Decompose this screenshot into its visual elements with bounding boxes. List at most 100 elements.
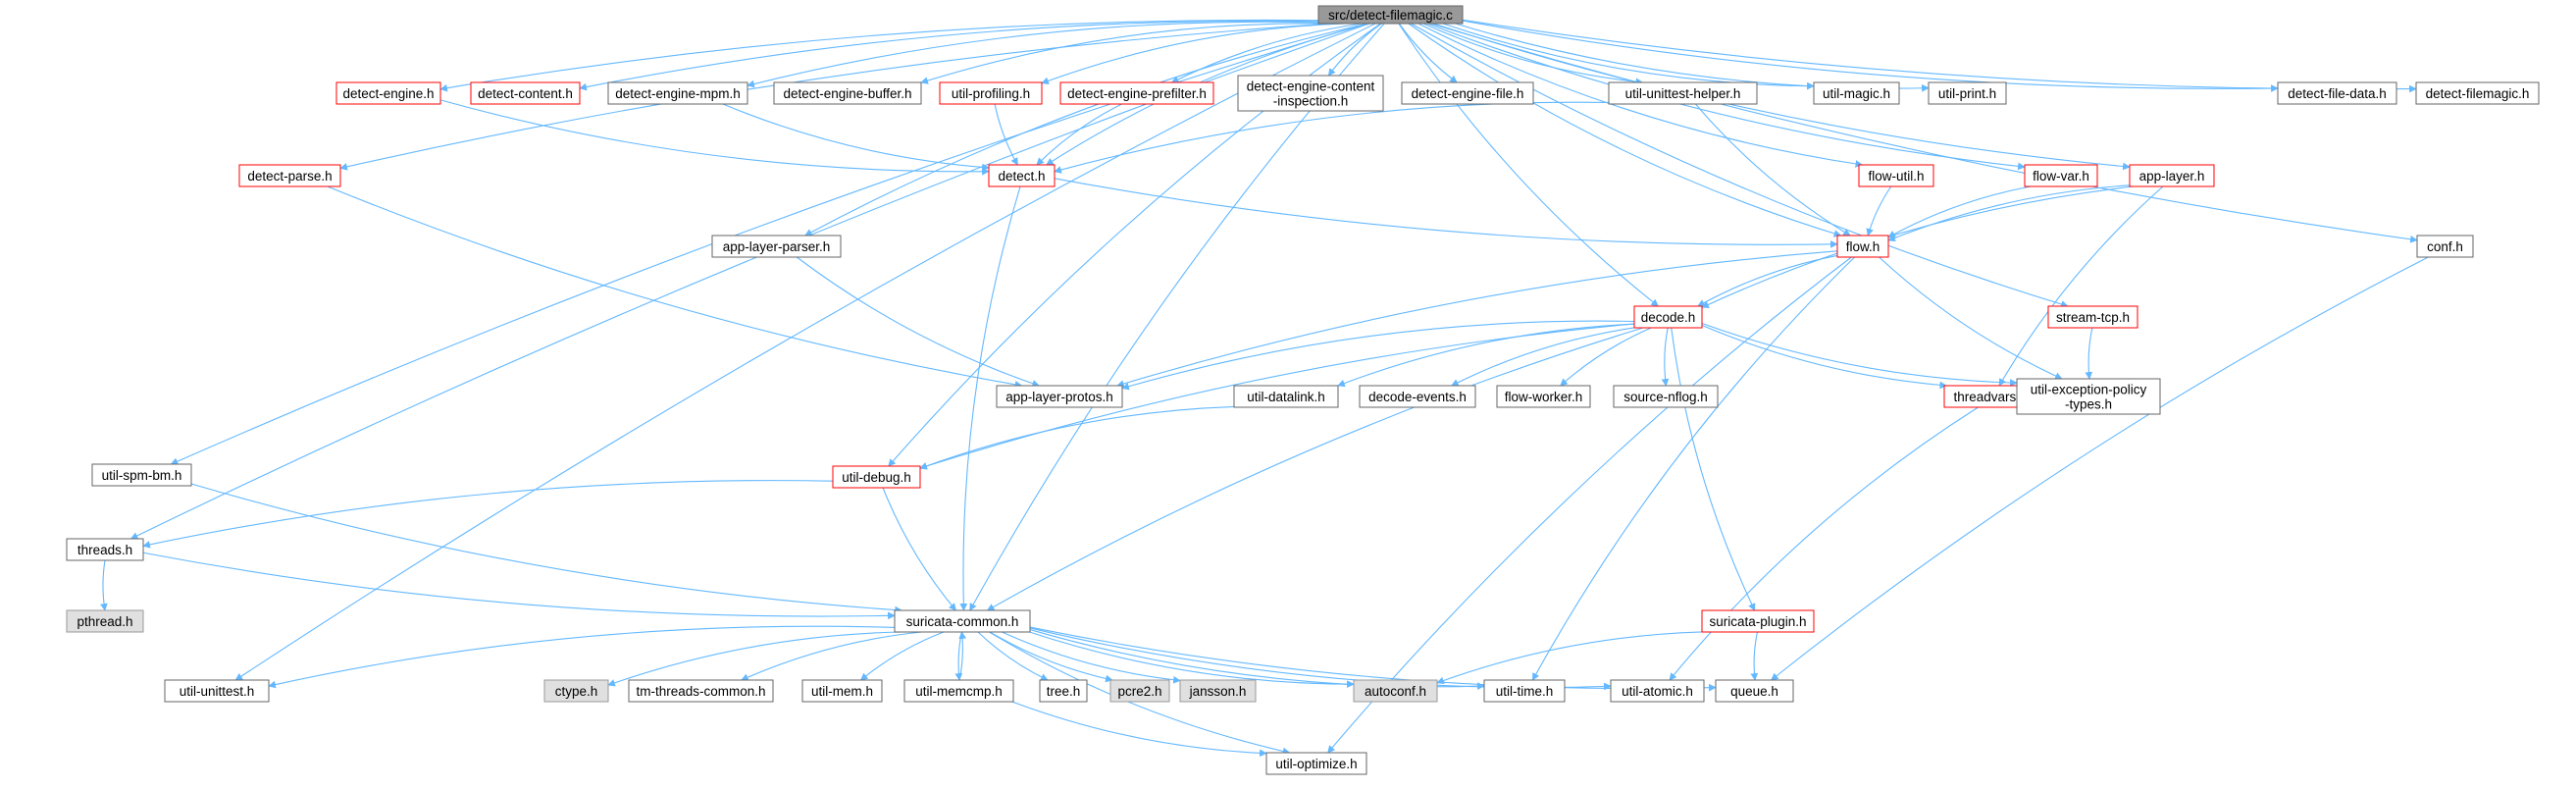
node-detect-engine-prefilter[interactable]: detect-engine-prefilter.h <box>1059 81 1214 105</box>
edge-suricata-common-to-util-optimize <box>989 631 1291 756</box>
node-detect-engine-file[interactable]: detect-engine-file.h <box>1401 81 1534 105</box>
node-suricata-plugin[interactable]: suricata-plugin.h <box>1701 609 1815 633</box>
node-detect-content[interactable]: detect-content.h <box>470 81 581 105</box>
node-suricata-common[interactable]: suricata-common.h <box>894 609 1031 633</box>
edge-root-to-util-unittest-helper <box>1422 23 1644 86</box>
node-flow[interactable]: flow.h <box>1836 235 1889 258</box>
node-util-debug[interactable]: util-debug.h <box>832 465 921 489</box>
node-util-magic[interactable]: util-magic.h <box>1813 81 1900 105</box>
node-util-print[interactable]: util-print.h <box>1928 81 2007 105</box>
node-box-decode-events <box>1359 385 1476 408</box>
edge-threads-to-pthread <box>100 559 108 611</box>
node-pcre2[interactable]: pcre2.h <box>1109 679 1170 703</box>
node-util-time[interactable]: util-time.h <box>1483 679 1566 703</box>
node-detect-filemagic[interactable]: detect-filemagic.h <box>2415 81 2540 105</box>
node-util-unittest[interactable]: util-unittest.h <box>164 679 270 703</box>
node-stream-tcp[interactable]: stream-tcp.h <box>2047 305 2138 329</box>
node-detect-engine[interactable]: detect-engine.h <box>335 81 441 105</box>
node-box-flow <box>1836 235 1889 258</box>
node-decode[interactable]: decode.h <box>1633 305 1703 329</box>
node-label-util-spm-bm: util-spm-bm.h <box>102 468 182 483</box>
node-tree[interactable]: tree.h <box>1039 679 1088 703</box>
node-box-jansson <box>1179 679 1257 703</box>
node-label-detect-file-data: detect-file-data.h <box>2288 86 2387 101</box>
edge-threadvars-to-util-atomic <box>1669 406 1979 681</box>
node-box-flow-var <box>2024 164 2098 187</box>
node-label-decode: decode.h <box>1641 310 1696 325</box>
node-box-autoconf <box>1353 679 1438 703</box>
edge-util-spm-bm-to-suricata-common <box>190 483 903 614</box>
node-label-util-print: util-print.h <box>1938 86 1996 101</box>
node-label-util-datalink: util-datalink.h <box>1247 390 1325 404</box>
node-label-util-atomic: util-atomic.h <box>1622 684 1693 699</box>
node-decode-events[interactable]: decode-events.h <box>1359 385 1476 408</box>
node-app-layer[interactable]: app-layer.h <box>2129 164 2215 187</box>
node-detect-engine-content-inspection[interactable]: detect-engine-content-inspection.h <box>1237 75 1384 112</box>
node-util-atomic[interactable]: util-atomic.h <box>1610 679 1705 703</box>
node-flow-worker[interactable]: flow-worker.h <box>1496 385 1591 408</box>
node-box-stream-tcp <box>2047 305 2138 329</box>
node-util-datalink[interactable]: util-datalink.h <box>1233 385 1339 408</box>
node-util-exception-policy-types[interactable]: util-exception-policy-types.h <box>2016 378 2161 415</box>
node-box-decode <box>1633 305 1703 329</box>
edge-decode-to-util-datalink <box>1337 323 1635 388</box>
node-detect-parse[interactable]: detect-parse.h <box>238 164 341 187</box>
edge-util-debug-to-threads <box>142 480 834 549</box>
node-autoconf[interactable]: autoconf.h <box>1353 679 1438 703</box>
node-label-util-unittest-helper: util-unittest-helper.h <box>1625 86 1741 101</box>
node-label-conf: conf.h <box>2427 239 2463 254</box>
node-detect[interactable]: detect.h <box>988 164 1056 187</box>
node-detect-file-data[interactable]: detect-file-data.h <box>2277 81 2397 105</box>
node-root[interactable]: src/detect-filemagic.c <box>1317 5 1464 25</box>
node-box-ctype <box>543 679 609 703</box>
node-box-detect-engine-content-inspection <box>1237 75 1384 112</box>
node-app-layer-protos[interactable]: app-layer-protos.h <box>996 385 1123 408</box>
node-label-detect-content: detect-content.h <box>478 86 573 101</box>
node-pthread[interactable]: pthread.h <box>66 609 144 633</box>
node-app-layer-parser[interactable]: app-layer-parser.h <box>711 235 842 258</box>
node-tm-threads-common[interactable]: tm-threads-common.h <box>628 679 774 703</box>
node-box-tm-threads-common <box>628 679 774 703</box>
node-util-unittest-helper[interactable]: util-unittest-helper.h <box>1608 81 1758 105</box>
node-util-spm-bm[interactable]: util-spm-bm.h <box>91 463 192 487</box>
node-label-jansson: jansson.h <box>1189 684 1247 699</box>
node-box-conf <box>2416 235 2474 258</box>
node-label-detect-engine-content-inspection: detect-engine-content-inspection.h <box>1247 79 1375 109</box>
edge-detect-engine-to-detect <box>439 99 990 176</box>
node-util-mem[interactable]: util-mem.h <box>801 679 883 703</box>
edge-app-layer-to-flow <box>1887 184 2131 242</box>
node-conf[interactable]: conf.h <box>2416 235 2474 258</box>
node-label-source-nflog: source-nflog.h <box>1623 390 1708 404</box>
node-detect-engine-buffer[interactable]: detect-engine-buffer.h <box>773 81 922 105</box>
edge-root-to-detect-parse <box>339 23 1330 171</box>
edge-detect-to-suricata-common <box>959 185 1021 611</box>
node-box-util-debug <box>832 465 921 489</box>
node-queue[interactable]: queue.h <box>1715 679 1794 703</box>
edge-suricata-common-to-ctype <box>607 631 903 687</box>
node-label-tree: tree.h <box>1047 684 1081 699</box>
node-label-app-layer-parser: app-layer-parser.h <box>723 239 831 254</box>
edge-app-layer-to-threadvars <box>1998 185 2164 387</box>
node-box-util-optimize <box>1265 752 1367 775</box>
node-detect-engine-mpm[interactable]: detect-engine-mpm.h <box>607 81 748 105</box>
node-threads[interactable]: threads.h <box>66 538 144 561</box>
node-util-profiling[interactable]: util-profiling.h <box>939 81 1043 105</box>
edge-root-to-app-layer-parser <box>803 23 1367 237</box>
node-util-optimize[interactable]: util-optimize.h <box>1265 752 1367 775</box>
edge-util-memcmp-to-util-optimize <box>1011 701 1267 758</box>
node-source-nflog[interactable]: source-nflog.h <box>1613 385 1719 408</box>
node-label-detect-engine-prefilter: detect-engine-prefilter.h <box>1067 86 1207 101</box>
node-label-ctype: ctype.h <box>555 684 598 699</box>
node-ctype[interactable]: ctype.h <box>543 679 609 703</box>
node-box-detect-content <box>470 81 581 105</box>
node-util-memcmp[interactable]: util-memcmp.h <box>903 679 1014 703</box>
node-box-app-layer <box>2129 164 2215 187</box>
node-box-pthread <box>66 609 144 633</box>
node-box-detect-engine-prefilter <box>1059 81 1214 105</box>
node-box-util-exception-policy-types <box>2016 378 2161 415</box>
edge-flow-var-to-flow <box>1887 185 2032 238</box>
node-flow-var[interactable]: flow-var.h <box>2024 164 2098 187</box>
node-flow-util[interactable]: flow-util.h <box>1858 164 1934 187</box>
node-jansson[interactable]: jansson.h <box>1179 679 1257 703</box>
edges-layer <box>100 19 2429 758</box>
